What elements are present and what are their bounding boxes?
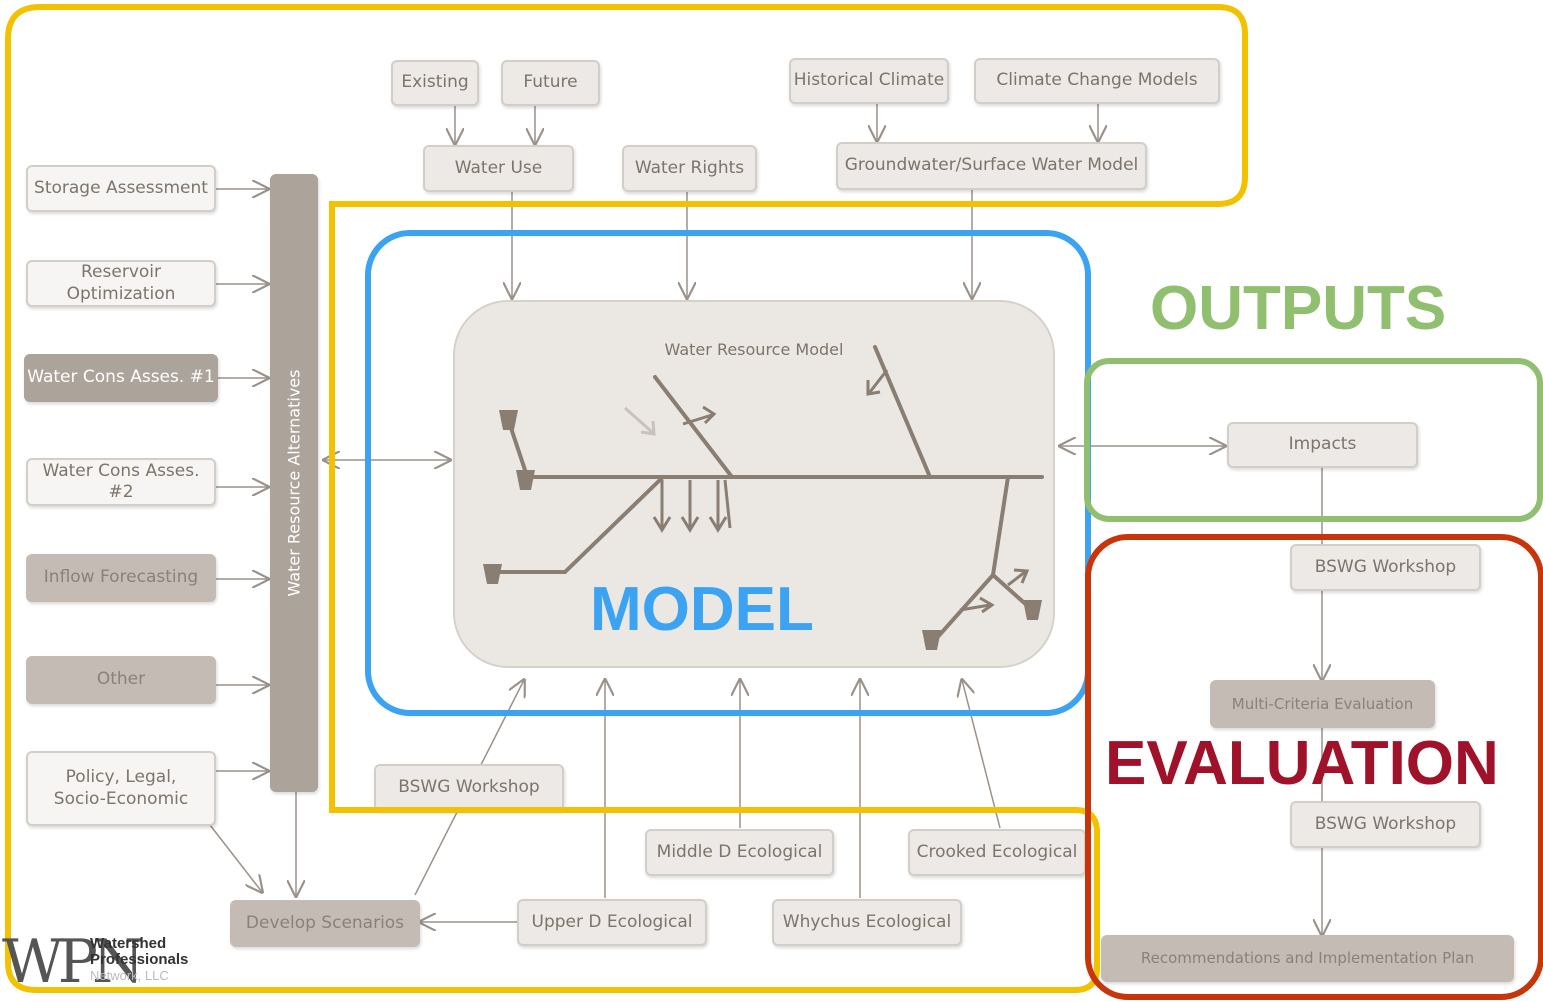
multi-criteria-evaluation-box: Multi-Criteria Evaluation xyxy=(1210,680,1435,728)
climate-change-models-box: Climate Change Models xyxy=(974,58,1220,104)
crooked-ecological-box: Crooked Ecological xyxy=(908,829,1086,876)
inflow-forecasting-box: Inflow Forecasting xyxy=(26,554,216,602)
multi-criteria-evaluation-label: Multi-Criteria Evaluation xyxy=(1231,694,1414,713)
bswg-workshop-eval-1-label: BSWG Workshop xyxy=(1314,556,1457,577)
bswg-workshop-eval-1-box: BSWG Workshop xyxy=(1290,544,1481,591)
water-cons-1-box: Water Cons Asses. #1 xyxy=(24,354,218,402)
whychus-ecological-label: Whychus Ecological xyxy=(782,911,952,932)
storage-assessment-box: Storage Assessment xyxy=(26,165,216,212)
impacts-box: Impacts xyxy=(1227,422,1418,468)
water-resource-alternatives-bar xyxy=(270,174,318,792)
storage-assessment-label: Storage Assessment xyxy=(34,177,208,198)
water-rights-box: Water Rights xyxy=(622,145,757,192)
bswg-workshop-bottom-label: BSWG Workshop xyxy=(398,776,540,797)
existing-label: Existing xyxy=(401,72,469,93)
crooked-ecological-label: Crooked Ecological xyxy=(916,841,1078,862)
groundwater-model-label: Groundwater/Surface Water Model xyxy=(844,155,1139,176)
future-label: Future xyxy=(523,72,578,93)
impacts-label: Impacts xyxy=(1288,434,1357,455)
upper-d-ecological-label: Upper D Ecological xyxy=(531,911,693,932)
whychus-ecological-box: Whychus Ecological xyxy=(772,899,962,946)
groundwater-model-box: Groundwater/Surface Water Model xyxy=(836,142,1147,190)
climate-change-models-label: Climate Change Models xyxy=(996,70,1198,91)
wpn-logo-text: Watershed Professionals Network, LLC xyxy=(90,936,188,984)
middle-d-ecological-box: Middle D Ecological xyxy=(645,829,834,876)
historical-climate-label: Historical Climate xyxy=(793,70,945,91)
model-title-large: MODEL xyxy=(590,575,814,644)
bswg-workshop-eval-2-box: BSWG Workshop xyxy=(1290,801,1481,848)
reservoir-optimization-box: Reservoir Optimization xyxy=(26,260,216,307)
water-cons-2-label: Water Cons Asses. #2 xyxy=(42,460,200,502)
policy-label: Policy, Legal, Socio-Economic xyxy=(53,767,189,809)
develop-scenarios-box: Develop Scenarios xyxy=(230,900,420,947)
existing-box: Existing xyxy=(391,60,479,106)
water-cons-1-label: Water Cons Asses. #1 xyxy=(27,367,215,388)
water-cons-2-box: Water Cons Asses. #2 xyxy=(26,458,216,506)
bswg-workshop-eval-2-label: BSWG Workshop xyxy=(1314,813,1457,834)
upper-d-ecological-box: Upper D Ecological xyxy=(517,899,707,946)
evaluation-frame xyxy=(1085,534,1543,1000)
other-box: Other xyxy=(26,656,216,704)
inflow-forecasting-label: Inflow Forecasting xyxy=(43,567,199,588)
historical-climate-box: Historical Climate xyxy=(789,58,949,104)
inputs-frame xyxy=(5,4,1248,993)
logo-line-2: Professionals xyxy=(90,951,189,968)
policy-box: Policy, Legal, Socio-Economic xyxy=(26,751,216,826)
water-use-label: Water Use xyxy=(454,157,543,178)
water-resource-model-title: Water Resource Model xyxy=(664,340,844,359)
middle-d-ecological-label: Middle D Ecological xyxy=(656,841,823,862)
evaluation-title: EVALUATION xyxy=(1105,729,1499,798)
wpn-logo-mark: WPN xyxy=(2,927,145,997)
recommendations-label: Recommendations and Implementation Plan xyxy=(1140,949,1475,968)
other-label: Other xyxy=(96,669,146,690)
logo-line-3: Network, LLC xyxy=(90,968,169,983)
logo-line-1: Watershed xyxy=(90,935,167,952)
future-box: Future xyxy=(501,60,600,106)
water-rights-label: Water Rights xyxy=(634,157,745,178)
wpn-logo: WPN Watershed Professionals Network, LLC xyxy=(0,930,200,1002)
reservoir-optimization-label: Reservoir Optimization xyxy=(66,262,176,304)
water-resource-model-panel xyxy=(453,300,1055,668)
outputs-frame xyxy=(1084,358,1543,522)
develop-scenarios-label: Develop Scenarios xyxy=(245,912,405,933)
bswg-workshop-bottom-box: BSWG Workshop xyxy=(374,764,564,811)
outputs-title: OUTPUTS xyxy=(1150,274,1447,343)
recommendations-box: Recommendations and Implementation Plan xyxy=(1101,935,1514,982)
water-use-box: Water Use xyxy=(423,145,574,192)
